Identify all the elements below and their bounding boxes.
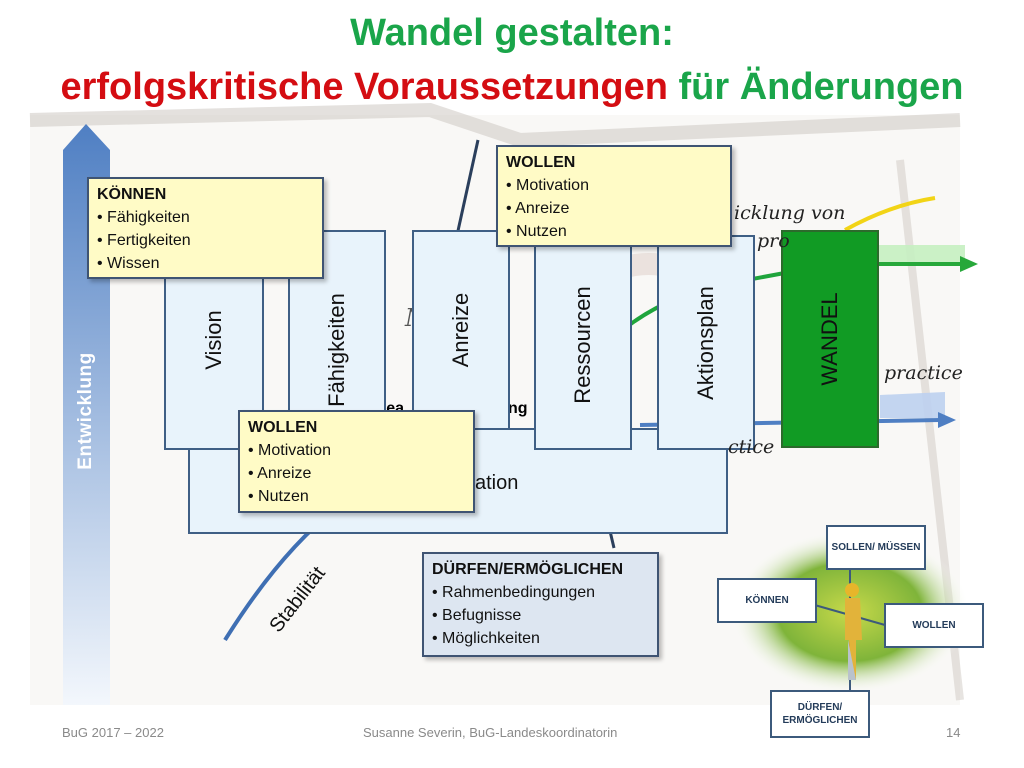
yellow-curve bbox=[844, 196, 936, 232]
column-faehigkeiten-label: Fähigkeiten bbox=[324, 293, 349, 407]
light-green-band bbox=[870, 245, 965, 262]
blue-band bbox=[880, 392, 945, 418]
person-figure-body bbox=[845, 598, 862, 680]
column-aktionsplan: Aktionsplan bbox=[657, 235, 755, 450]
kommunikation-fragment: kation bbox=[465, 472, 519, 494]
note-koennen: KÖNNEN • Fähigkeiten • Fertigkeiten • Wi… bbox=[87, 177, 324, 279]
person-figure-head bbox=[845, 583, 859, 597]
note-wollen-mid: WOLLEN • Motivation • Anreize • Nutzen bbox=[238, 410, 475, 513]
title-red-part: erfolgskritische Voraussetzungen bbox=[60, 66, 668, 108]
hand-text-top2: pro bbox=[757, 230, 790, 252]
green-arrow-head bbox=[960, 256, 978, 272]
column-ressourcen-label: Ressourcen bbox=[570, 286, 595, 404]
note-item: • Motivation bbox=[248, 442, 331, 459]
under-fragment-2: ng bbox=[508, 400, 528, 417]
column-wandel-label: WANDEL bbox=[817, 292, 842, 386]
slide-title-line2: erfolgskritische Voraussetzungen für Änd… bbox=[0, 66, 1024, 109]
column-vision-label: Vision bbox=[201, 310, 226, 370]
note-item: • Rahmenbedingungen bbox=[432, 584, 596, 601]
note-item: • Anreize bbox=[506, 200, 570, 217]
column-wandel: WANDEL bbox=[781, 230, 879, 448]
note-wollen-top-heading: WOLLEN bbox=[506, 154, 576, 171]
column-anreize: Anreize bbox=[412, 230, 510, 430]
mini-box-duerfen: DÜRFEN/ ERMÖGLICHEN bbox=[770, 690, 870, 738]
mini-box-sollen: SOLLEN/ MÜSSEN bbox=[826, 525, 926, 570]
note-item: • Nutzen bbox=[506, 223, 567, 240]
note-item: • Nutzen bbox=[248, 488, 309, 505]
footer-left: BuG 2017 – 2022 bbox=[62, 725, 164, 740]
hand-text-practice: practice bbox=[884, 362, 963, 384]
note-item: • Motivation bbox=[506, 177, 589, 194]
note-item: • Anreize bbox=[248, 465, 312, 482]
note-item: • Befugnisse bbox=[432, 607, 522, 624]
note-item: • Fähigkeiten bbox=[97, 209, 190, 226]
entwicklung-label: Entwicklung bbox=[75, 352, 96, 470]
column-aktionsplan-label: Aktionsplan bbox=[693, 285, 718, 400]
title-green-part: für Änderungen bbox=[678, 66, 964, 108]
footer-page-number: 14 bbox=[946, 725, 961, 740]
note-duerfen: DÜRFEN/ERMÖGLICHEN • Rahmenbedingungen •… bbox=[422, 552, 659, 657]
note-item: • Möglichkeiten bbox=[432, 630, 540, 647]
mini-box-koennen: KÖNNEN bbox=[717, 578, 817, 623]
blue-arrow-head bbox=[938, 412, 956, 428]
slide-title-line1: Wandel gestalten: bbox=[350, 12, 674, 54]
footer-center: Susanne Severin, BuG-Landeskoordinatorin bbox=[363, 725, 618, 740]
note-wollen-top: WOLLEN • Motivation • Anreize • Nutzen bbox=[496, 145, 732, 247]
note-wollen-mid-heading: WOLLEN bbox=[248, 419, 318, 436]
mini-box-wollen: WOLLEN bbox=[884, 603, 984, 648]
hand-text-lower: ctice bbox=[728, 436, 775, 458]
note-item: • Fertigkeiten bbox=[97, 232, 191, 249]
column-anreize-label: Anreize bbox=[448, 292, 473, 368]
note-koennen-heading: KÖNNEN bbox=[97, 186, 167, 203]
hand-text-top: icklung von bbox=[734, 202, 846, 224]
note-item: • Wissen bbox=[97, 255, 160, 272]
note-duerfen-heading: DÜRFEN/ERMÖGLICHEN bbox=[432, 561, 624, 578]
column-ressourcen: Ressourcen bbox=[534, 240, 632, 450]
